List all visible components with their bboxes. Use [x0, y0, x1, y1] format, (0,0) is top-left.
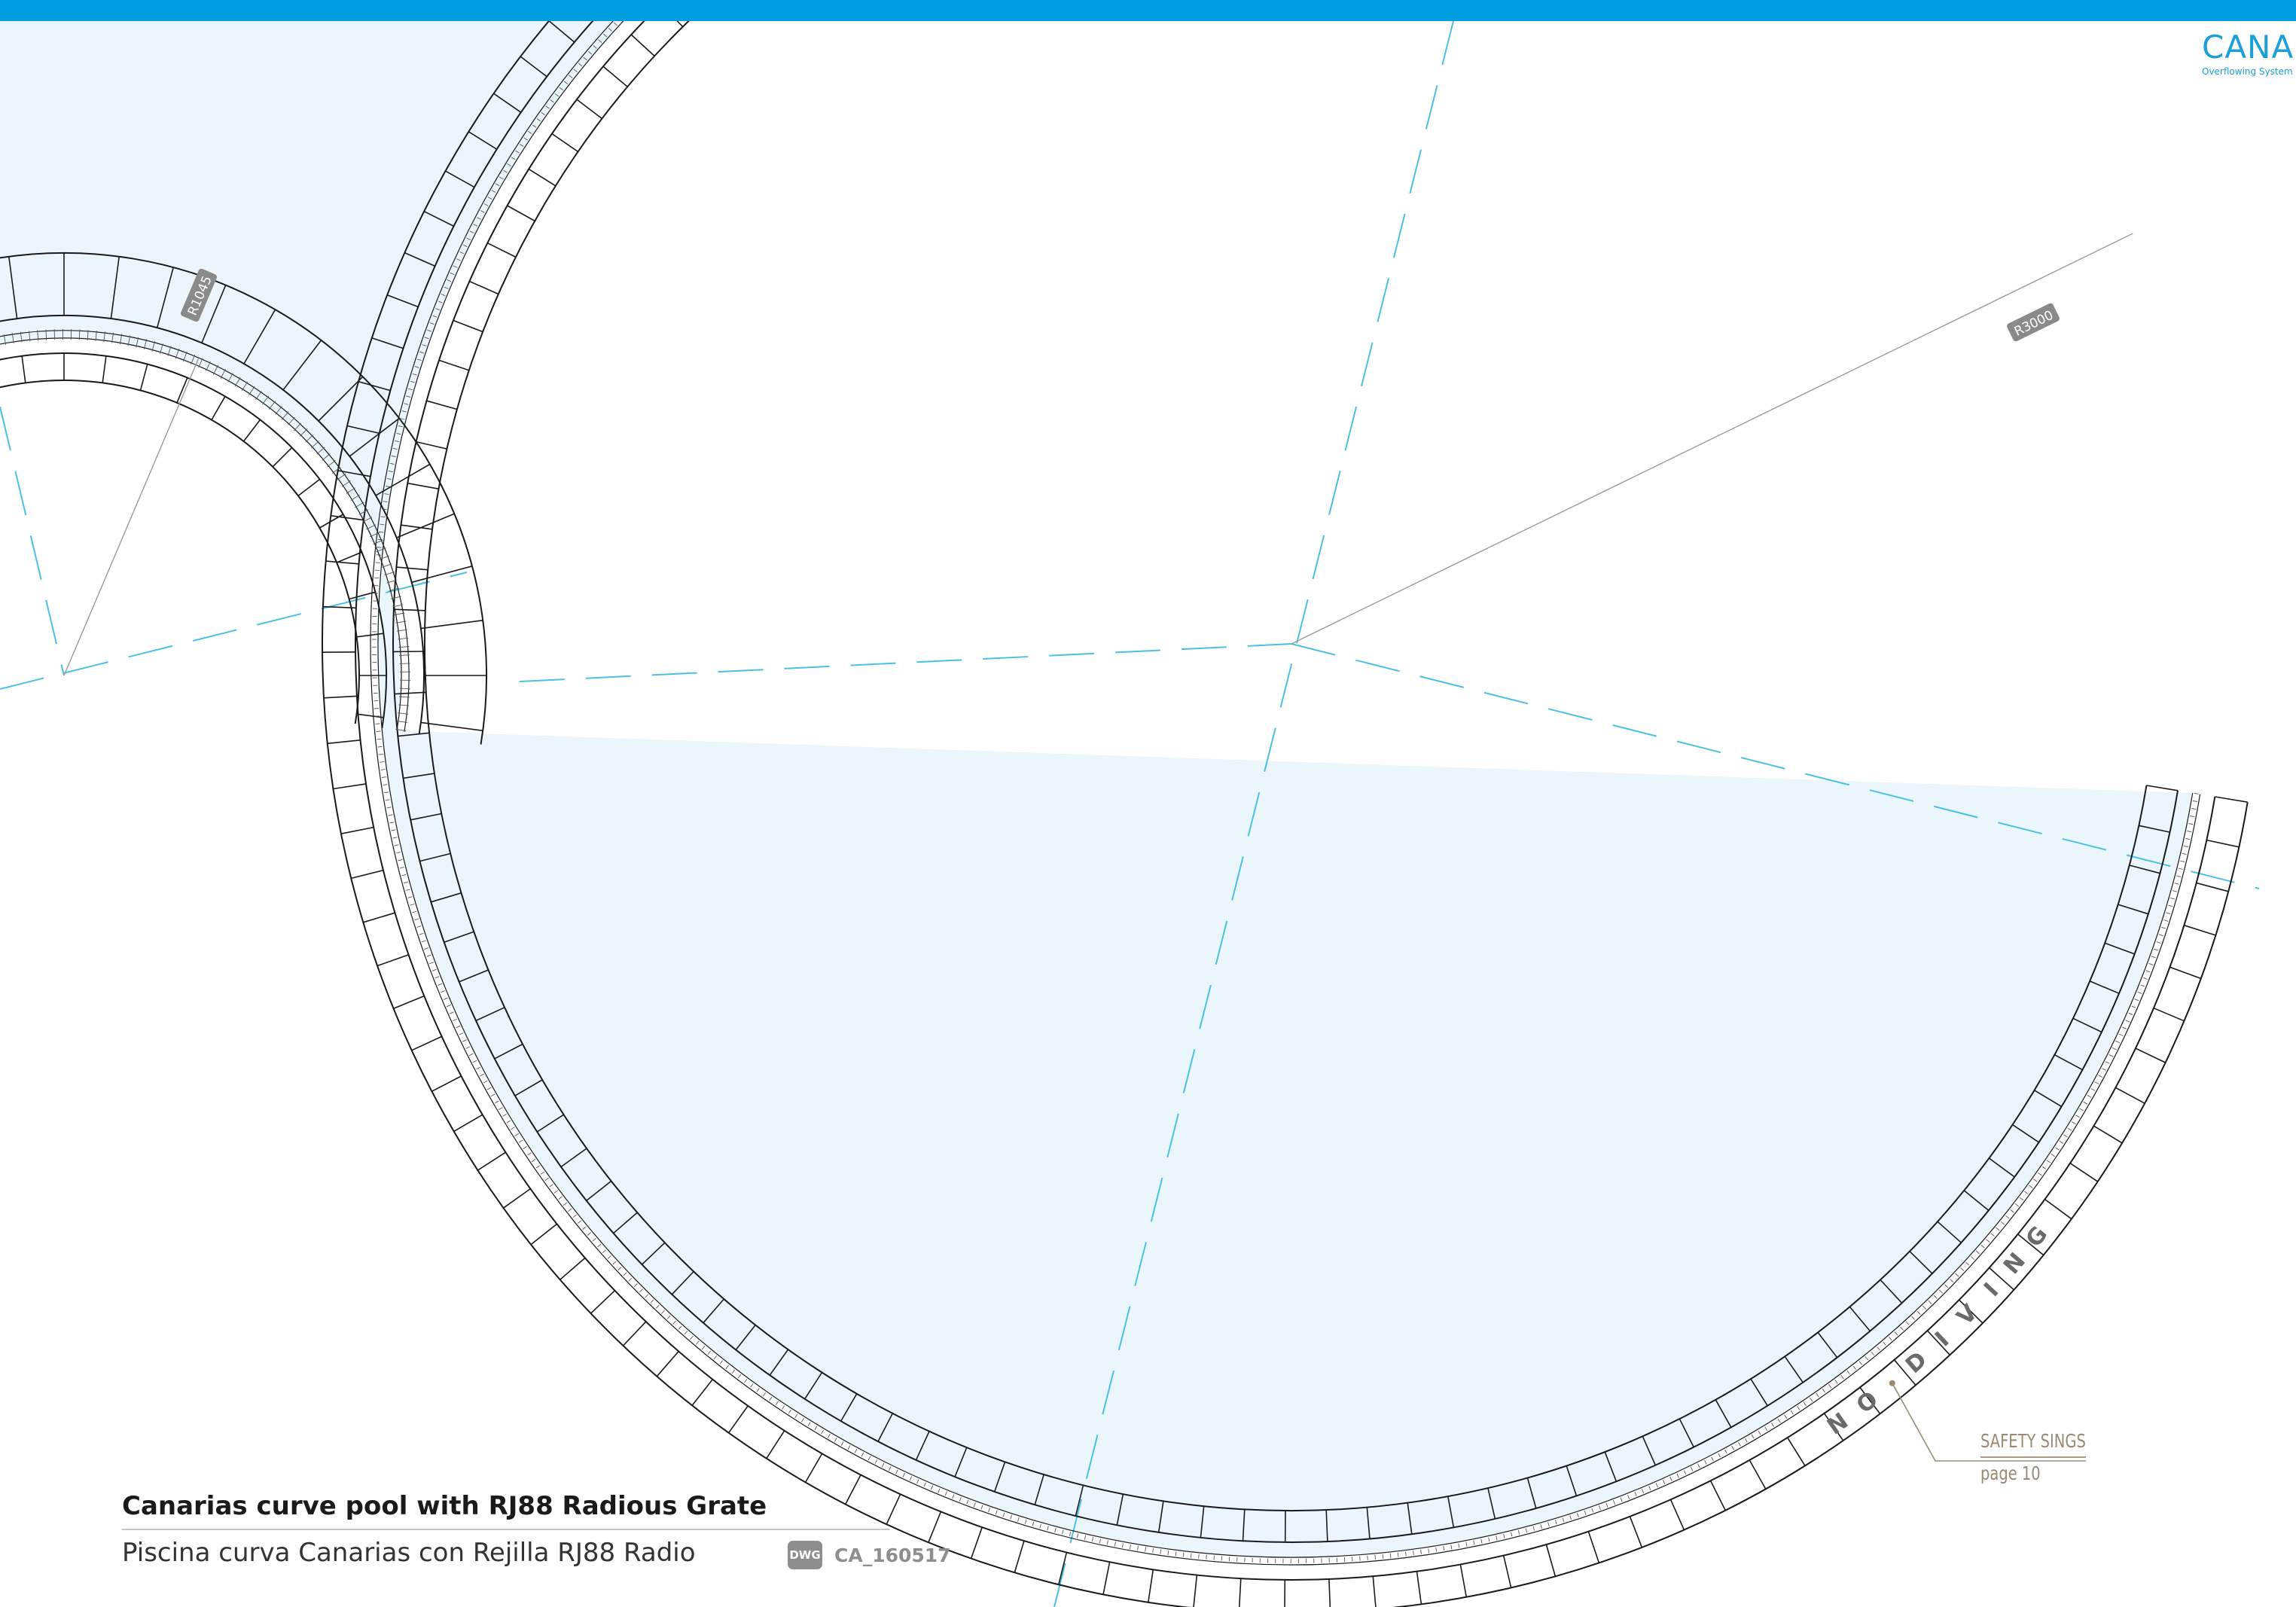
brand-logo: CANAR Overflowing System	[2202, 29, 2296, 78]
dwg-badge[interactable]: DWG	[788, 1541, 822, 1569]
label-r3000: R3000	[2007, 303, 2060, 342]
dwg-file-code[interactable]: CA_160517	[834, 1544, 951, 1566]
safety-title: SAFETY SINGS	[1980, 1430, 2086, 1452]
sign-letter: V	[1952, 1299, 1983, 1331]
safety-leader	[1892, 1383, 2086, 1462]
coping-tiles	[0, 21, 2249, 1607]
title-spanish: Piscina curva Canarias con Rejilla RJ88 …	[122, 1538, 696, 1568]
sign-letter: O	[1852, 1386, 1883, 1419]
title-english: Canarias curve pool with RJ88 Radious Gr…	[122, 1491, 767, 1521]
top-bar	[0, 0, 2296, 21]
sign-letter: G	[2021, 1221, 2054, 1252]
sign-letter: I	[1979, 1278, 2004, 1302]
safety-divider	[1980, 1456, 2086, 1458]
safety-page-link[interactable]: page 10	[1980, 1462, 2041, 1484]
sign-letter: I	[1930, 1327, 1954, 1352]
sign-letter: N	[1999, 1248, 2031, 1279]
pool-water-area	[0, 21, 2193, 1557]
dwg-download[interactable]: DWG CA_160517	[788, 1541, 951, 1569]
rj88-grate	[0, 21, 2201, 1566]
safety-note[interactable]: SAFETY SINGS page 10	[1980, 1429, 2086, 1487]
title-divider	[122, 1529, 890, 1530]
sign-letter: D	[1901, 1346, 1932, 1379]
brand-name: CANAR	[2202, 29, 2296, 66]
title-block: Canarias curve pool with RJ88 Radious Gr…	[122, 1488, 890, 1571]
sign-letter: N	[1822, 1408, 1853, 1441]
axis-lines	[0, 21, 2260, 1607]
brand-subtitle: Overflowing System	[2202, 66, 2293, 77]
